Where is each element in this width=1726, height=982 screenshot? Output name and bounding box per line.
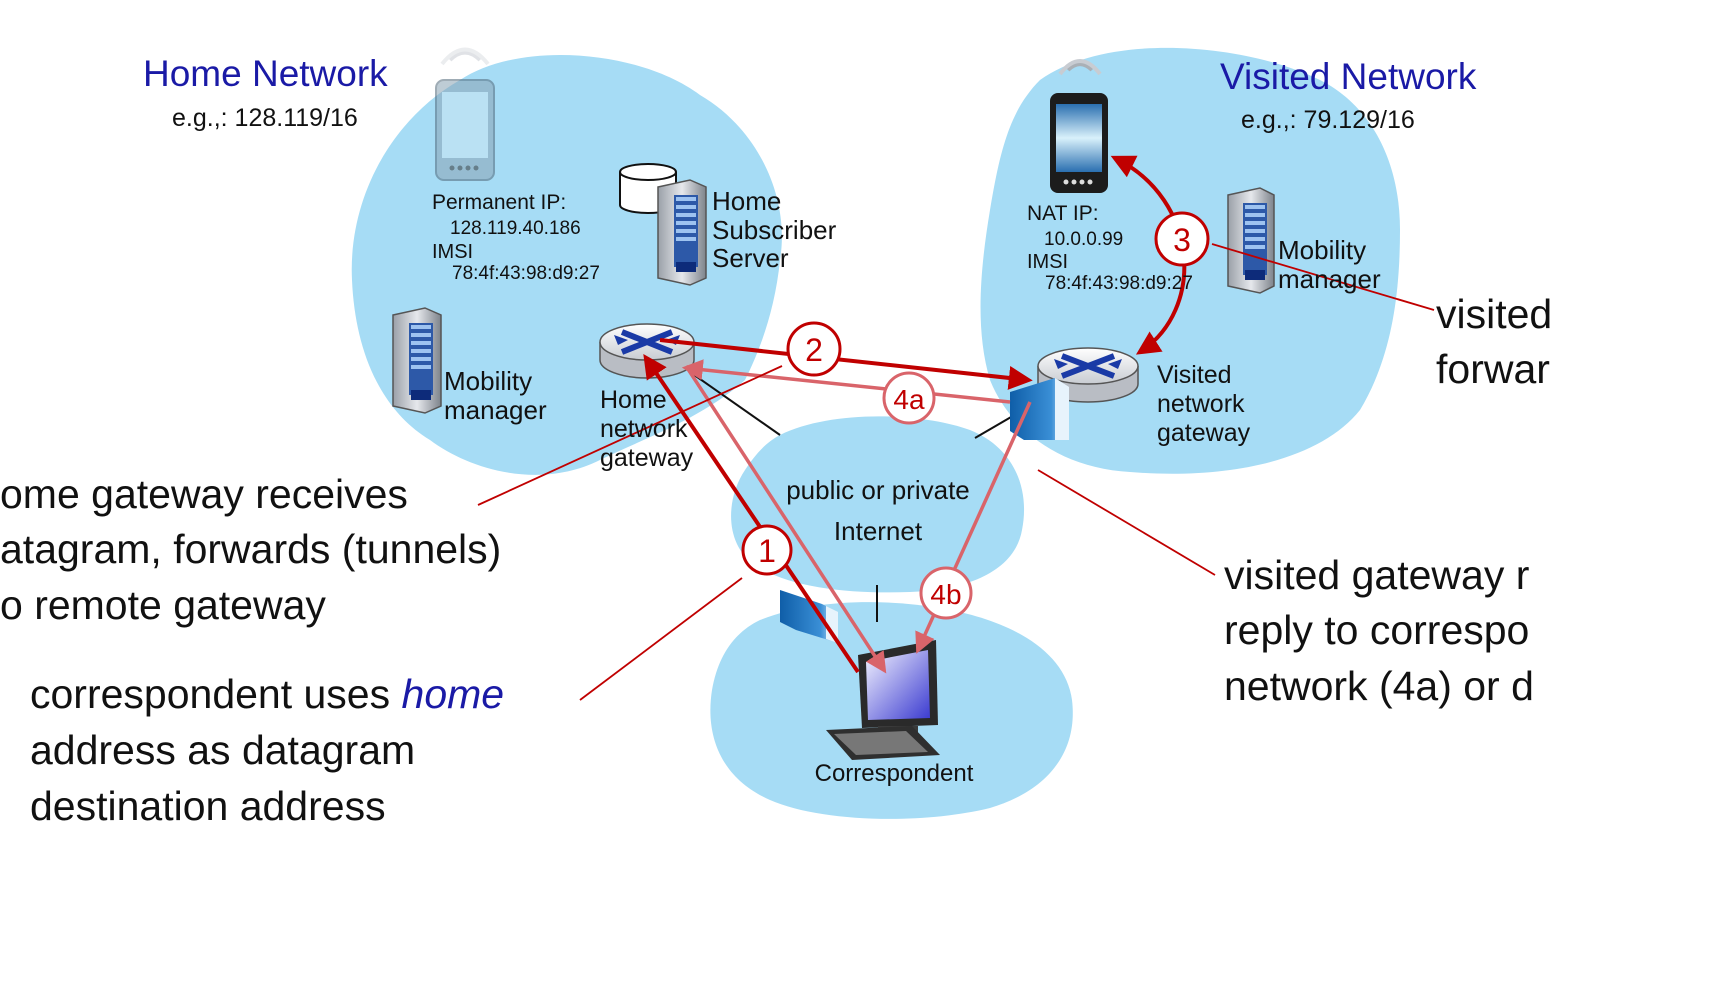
hss-label-line1: Home (712, 186, 781, 216)
visited-phone-ip-value: 10.0.0.99 (1044, 229, 1123, 250)
arrow-1 (643, 354, 860, 674)
home-phone-imsi-value: 78:4f:43:98:d9:27 (452, 263, 600, 284)
visited-phone-imsi-value: 78:4f:43:98:d9:27 (1045, 273, 1193, 294)
home-mm-label-line1: Mobility (444, 366, 532, 396)
annotation-visited-gateway-line1: visited gateway r (1224, 552, 1529, 598)
arrow-4a (681, 359, 1011, 404)
step-4b-label: 4b (930, 579, 961, 610)
home-phone-ip-label: Permanent IP: (432, 191, 566, 214)
visited-gw-label-line1: Visited (1157, 361, 1232, 389)
visited-mobility-manager-server-icon (1227, 187, 1275, 294)
visited-gw-label-line2: network (1157, 390, 1245, 418)
pointer-home-gateway (477, 365, 783, 506)
home-phone-icon (435, 47, 495, 181)
home-mobility-manager-server-icon (392, 307, 442, 414)
home-phone-imsi-label: IMSI (432, 241, 473, 263)
step-2-badge: 2 (786, 321, 842, 377)
annotation-correspondent-line1-a: correspondent uses (30, 671, 402, 717)
annotation-visited-forward-line1: visited (1436, 291, 1552, 337)
step-1-label: 1 (758, 533, 776, 569)
visited-mm-label-line2: manager (1278, 264, 1381, 294)
annotation-home-gateway-line2: atagram, forwards (tunnels) (0, 526, 501, 572)
annotation-visited-gateway-line3: network (4a) or d (1224, 663, 1534, 709)
home-mm-label-line2: manager (444, 395, 547, 425)
step-4a-label: 4a (893, 384, 925, 415)
visited-phone-imsi-label: IMSI (1027, 251, 1068, 273)
tunnel-block-visited (1010, 378, 1069, 440)
annotation-home-gateway-line1: ome gateway receives (0, 471, 408, 517)
annotation-home-gateway-line3: o remote gateway (0, 582, 326, 628)
internet-label-line2: Internet (834, 516, 923, 546)
arrow-home-to-correspondent (684, 365, 887, 674)
tunnel-block-home (780, 590, 838, 643)
hss-label-line3: Server (712, 243, 789, 273)
pointer-visited-forward (1211, 243, 1435, 311)
visited-network-title: Visited Network (1220, 56, 1477, 97)
hss-label-line2: Subscriber (712, 215, 837, 245)
home-gw-label-line2: network (600, 415, 688, 443)
step-2-label: 2 (805, 332, 823, 368)
annotation-visited-gateway-line2: reply to correspo (1224, 607, 1529, 653)
step-3-label: 3 (1173, 222, 1191, 258)
visited-phone-ip-label: NAT IP: (1027, 202, 1099, 225)
correspondent-label: Correspondent (815, 760, 974, 787)
step-4a-badge: 4a (882, 371, 936, 425)
annotation-visited-forward-line2: forwar (1436, 346, 1550, 392)
annotation-correspondent-line3: destination address (30, 783, 386, 829)
step-4b-badge: 4b (919, 566, 973, 620)
internet-label-line1: public or private (786, 475, 970, 505)
visited-phone-icon (1050, 59, 1108, 193)
home-gw-label-line3: gateway (600, 444, 694, 472)
home-network-prefix: e.g.,: 128.119/16 (172, 104, 358, 132)
link-home-gw-internet (689, 371, 781, 436)
visited-gw-label-line3: gateway (1157, 419, 1251, 447)
visited-mm-label-line1: Mobility (1278, 235, 1366, 265)
pointer-correspondent (579, 577, 743, 701)
annotation-correspondent-line2: address as datagram (30, 727, 415, 773)
home-phone-ip-value: 128.119.40.186 (450, 218, 581, 239)
step-1-badge: 1 (741, 524, 793, 576)
pointer-visited-gateway (1037, 469, 1216, 576)
hss-server-icon (657, 179, 707, 286)
home-gateway-router-icon (599, 323, 695, 379)
annotation-correspondent-line1-home: home (402, 671, 505, 717)
annotation-correspondent-line1: correspondent uses home (30, 671, 504, 717)
home-gw-label-line1: Home (600, 386, 667, 414)
visited-network-prefix: e.g.,: 79.129/16 (1241, 106, 1415, 134)
step-3-badge: 3 (1154, 211, 1210, 267)
home-network-title: Home Network (143, 53, 388, 94)
arrow-2 (659, 338, 1033, 390)
